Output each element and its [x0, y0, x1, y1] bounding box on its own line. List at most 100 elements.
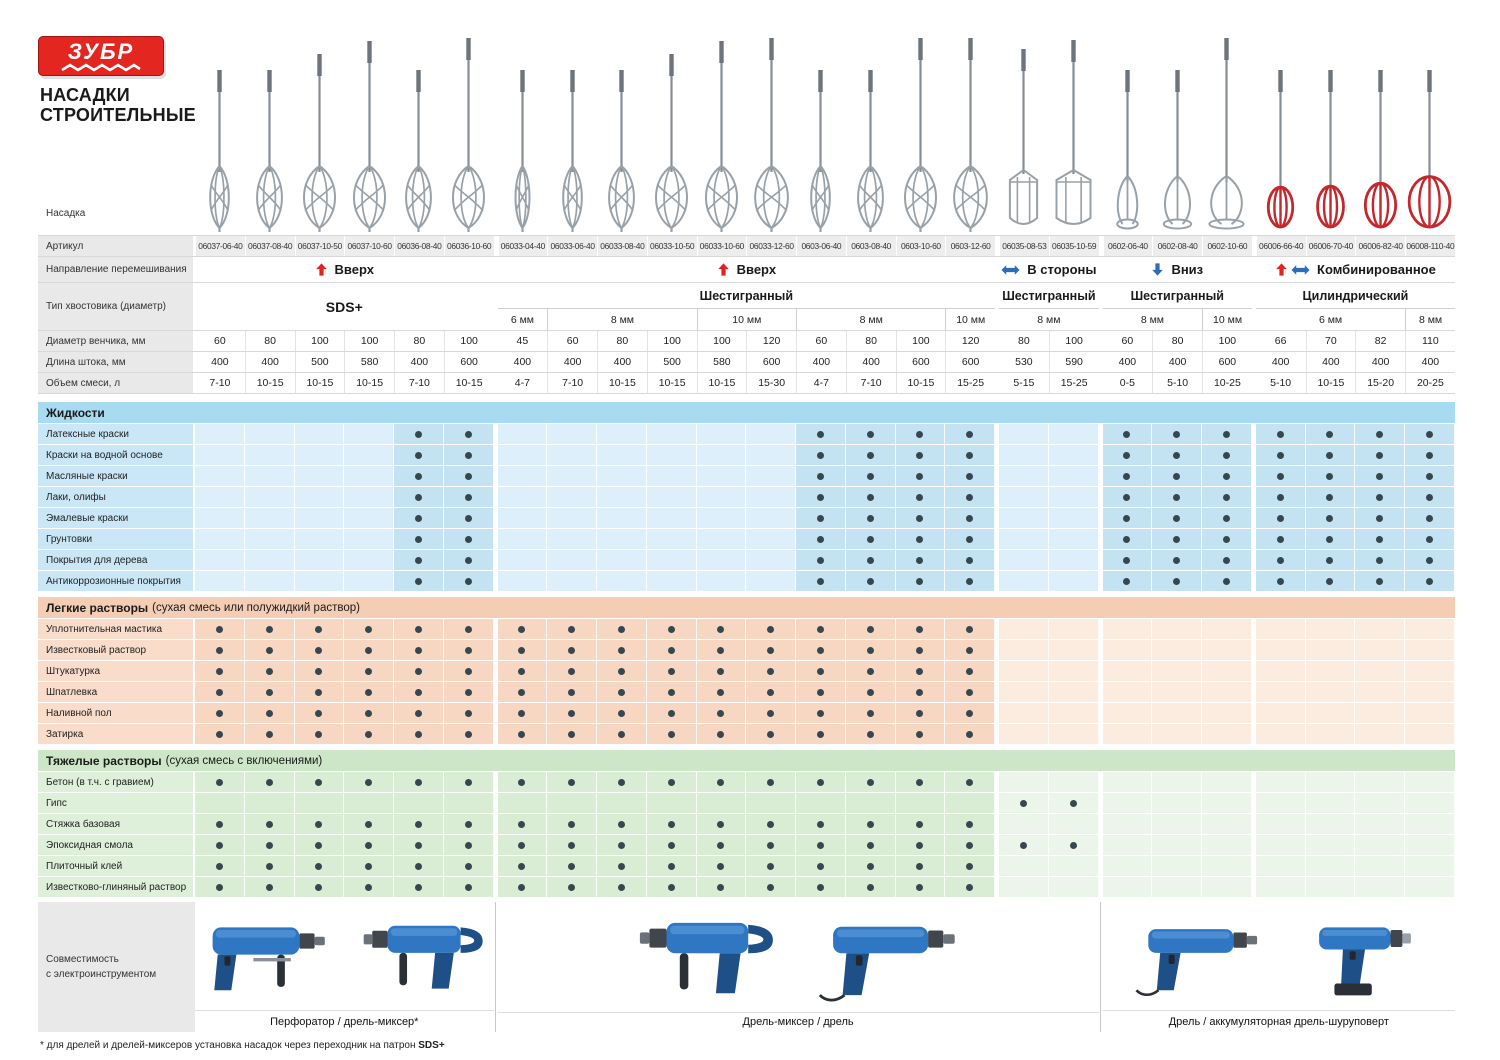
matrix-cell: [1255, 772, 1306, 792]
matrix-cell: [294, 682, 345, 702]
material-row: Плиточный клей: [38, 856, 1455, 876]
applicability-dot: [1326, 430, 1334, 438]
applicability-dot: [265, 730, 273, 738]
applicability-dot: [617, 841, 625, 849]
rod-length-cell: 400: [597, 352, 647, 372]
whisk-diameter-cell: 100: [646, 331, 697, 351]
applicability-dot: [265, 667, 273, 675]
mix-volume-cell: 15-30: [746, 373, 796, 393]
applicability-dot: [265, 841, 273, 849]
matrix-cell: [497, 550, 548, 570]
applicability-dot: [617, 820, 625, 828]
material-row: Штукатурка: [38, 661, 1455, 681]
material-row: Гипс: [38, 793, 1455, 813]
matrix-cell: [294, 814, 345, 834]
whisk-diameter-cell: 100: [443, 331, 494, 351]
matrix-cell: [195, 793, 245, 813]
matrix-cell: [1405, 487, 1455, 507]
material-label: Лаки, олифы: [38, 487, 195, 507]
mix-volume-cell: 4-7: [796, 373, 846, 393]
matrix-cell: [845, 529, 896, 549]
matrix-cell: [646, 508, 697, 528]
applicability-dot: [866, 646, 874, 654]
matrix-cell: [244, 508, 295, 528]
applicability-dot: [617, 688, 625, 696]
applicability-dot: [816, 625, 824, 633]
material-row: Шпатлевка: [38, 682, 1455, 702]
matrix-cell: [1048, 703, 1099, 723]
matrix-cell: [344, 640, 394, 660]
whisk-image: [498, 30, 548, 235]
matrix-cell: [294, 487, 345, 507]
matrix-cell: [1305, 856, 1356, 876]
matrix-cell: [443, 571, 494, 591]
matrix-cell: [1405, 619, 1455, 639]
matrix-cell: [1202, 682, 1252, 702]
matrix-cell: [895, 445, 946, 465]
matrix-cell: [394, 466, 444, 486]
matrix-cell: [394, 571, 444, 591]
matrix-cell: [646, 772, 697, 792]
rod-length-cell: 530: [1015, 356, 1033, 368]
article-cell: 0603-10-60: [895, 236, 946, 256]
matrix-cell: [746, 445, 796, 465]
applicability-dot: [767, 778, 775, 786]
matrix-cell: [845, 640, 896, 660]
applicability-dot: [966, 688, 974, 696]
matrix-cell: [1202, 550, 1252, 570]
applicability-dot: [916, 535, 924, 543]
matrix-cell: [1355, 772, 1405, 792]
applicability-dot: [315, 709, 323, 717]
matrix-cell: [999, 793, 1049, 813]
matrix-cell: [999, 856, 1049, 876]
matrix-cell: [1255, 856, 1306, 876]
matrix-cell: [195, 682, 245, 702]
matrix-cell: [646, 703, 697, 723]
matrix-cell: [547, 529, 597, 549]
applicability-dot: [215, 841, 223, 849]
applicability-dot: [667, 688, 675, 696]
applicability-dot: [816, 841, 824, 849]
applicability-dot: [816, 472, 824, 480]
matrix-cell: [244, 550, 295, 570]
material-label: Известково-глиняный раствор: [38, 877, 195, 897]
applicability-dot: [365, 883, 373, 891]
matrix-cell: [294, 856, 345, 876]
material-row: Эмалевые краски: [38, 508, 1455, 528]
mix-volume-cell: 10-15: [244, 373, 295, 393]
tool-group: Перфоратор / дрель-миксер*: [195, 902, 494, 1032]
matrix-cell: [696, 772, 747, 792]
matrix-cell: [244, 466, 295, 486]
matrix-cell: [443, 466, 494, 486]
matrix-cell: [1305, 661, 1356, 681]
matrix-cell: [195, 445, 245, 465]
section-header: Легкие растворы(сухая смесь или полужидк…: [38, 597, 1455, 618]
matrix-cell: [1355, 724, 1405, 744]
matrix-cell: [845, 682, 896, 702]
applicability-dot: [916, 688, 924, 696]
applicability-dot: [816, 667, 824, 675]
matrix-cell: [796, 487, 846, 507]
matrix-cell: [1202, 487, 1252, 507]
matrix-cell: [895, 814, 946, 834]
matrix-cell: [1255, 424, 1306, 444]
applicability-dot: [617, 709, 625, 717]
matrix-cell: [195, 835, 245, 855]
applicability-dot: [916, 472, 924, 480]
matrix-cell: [1255, 571, 1306, 591]
applicability-dot: [667, 841, 675, 849]
matrix-cell: [895, 619, 946, 639]
matrix-cell: [294, 877, 345, 897]
article-cell: 0603-08-40: [845, 236, 896, 256]
matrix-cell: [1152, 571, 1202, 591]
applicability-dot: [215, 820, 223, 828]
matrix-cell: [646, 487, 697, 507]
matrix-cell: [1102, 772, 1153, 792]
whisk-image: [1049, 30, 1099, 235]
matrix-cell: [1405, 814, 1455, 834]
material-row: Наливной пол: [38, 703, 1455, 723]
matrix-cell: [547, 550, 597, 570]
matrix-cell: [746, 619, 796, 639]
up-arrow-icon: [315, 262, 328, 277]
